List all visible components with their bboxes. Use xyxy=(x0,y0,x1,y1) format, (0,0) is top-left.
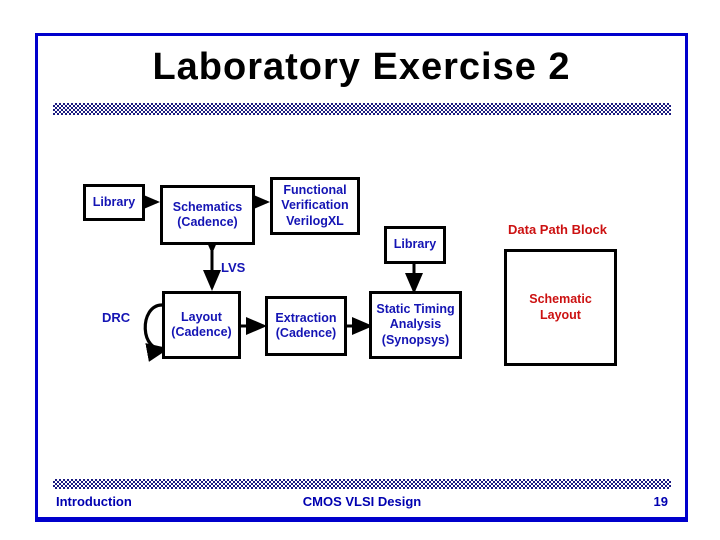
box-extraction: Extraction (Cadence) xyxy=(265,296,347,356)
page-title: Laboratory Exercise 2 xyxy=(152,46,571,88)
box-functional-line2: Verification xyxy=(281,198,349,213)
slide-footer: Introduction CMOS VLSI Design 19 xyxy=(53,494,671,514)
box-layout: Layout (Cadence) xyxy=(162,291,241,359)
box-extraction-line1: Extraction xyxy=(275,310,337,325)
box-functional-line1: Functional xyxy=(283,183,347,198)
box-data-path-line1: Schematic xyxy=(529,292,592,307)
footer-left: Introduction xyxy=(56,494,132,509)
arrow-drc-self-loop xyxy=(143,303,170,362)
box-sta-line1: Static Timing xyxy=(376,302,455,317)
diagram-connectors xyxy=(139,193,423,362)
design-flow-diagram: Library Schematics (Cadence) Functional … xyxy=(38,36,691,525)
box-functional-line3: VerilogXL xyxy=(286,213,344,228)
divider-band-top xyxy=(53,103,671,115)
label-lvs: LVS xyxy=(221,260,246,275)
box-library-top: Library xyxy=(83,184,145,221)
box-schematics: Schematics (Cadence) xyxy=(160,185,255,245)
box-schematics-line2: (Cadence) xyxy=(177,215,238,229)
slide-frame: Laboratory Exercise 2 xyxy=(35,33,688,522)
footer-center: CMOS VLSI Design xyxy=(302,494,422,509)
box-functional-verification: Functional Verification VerilogXL xyxy=(270,177,360,235)
box-extraction-line2: (Cadence) xyxy=(275,326,337,340)
footer-page-number: 19 xyxy=(653,494,668,509)
box-data-path-block: Schematic Layout xyxy=(504,249,617,366)
box-sta-line3: (Synopsys) xyxy=(381,332,450,347)
box-static-timing-analysis: Static Timing Analysis (Synopsys) xyxy=(369,291,462,359)
divider-band-bottom xyxy=(53,479,671,489)
box-schematics-line1: Schematics xyxy=(172,199,243,214)
box-data-path-line2: Layout xyxy=(540,307,581,322)
box-library-sta: Library xyxy=(384,226,446,264)
box-layout-line1: Layout xyxy=(181,309,222,324)
label-drc: DRC xyxy=(102,310,131,325)
label-data-path-block: Data Path Block xyxy=(508,222,607,237)
box-layout-line2: (Cadence) xyxy=(171,325,232,339)
box-sta-line2: Analysis xyxy=(389,317,442,332)
